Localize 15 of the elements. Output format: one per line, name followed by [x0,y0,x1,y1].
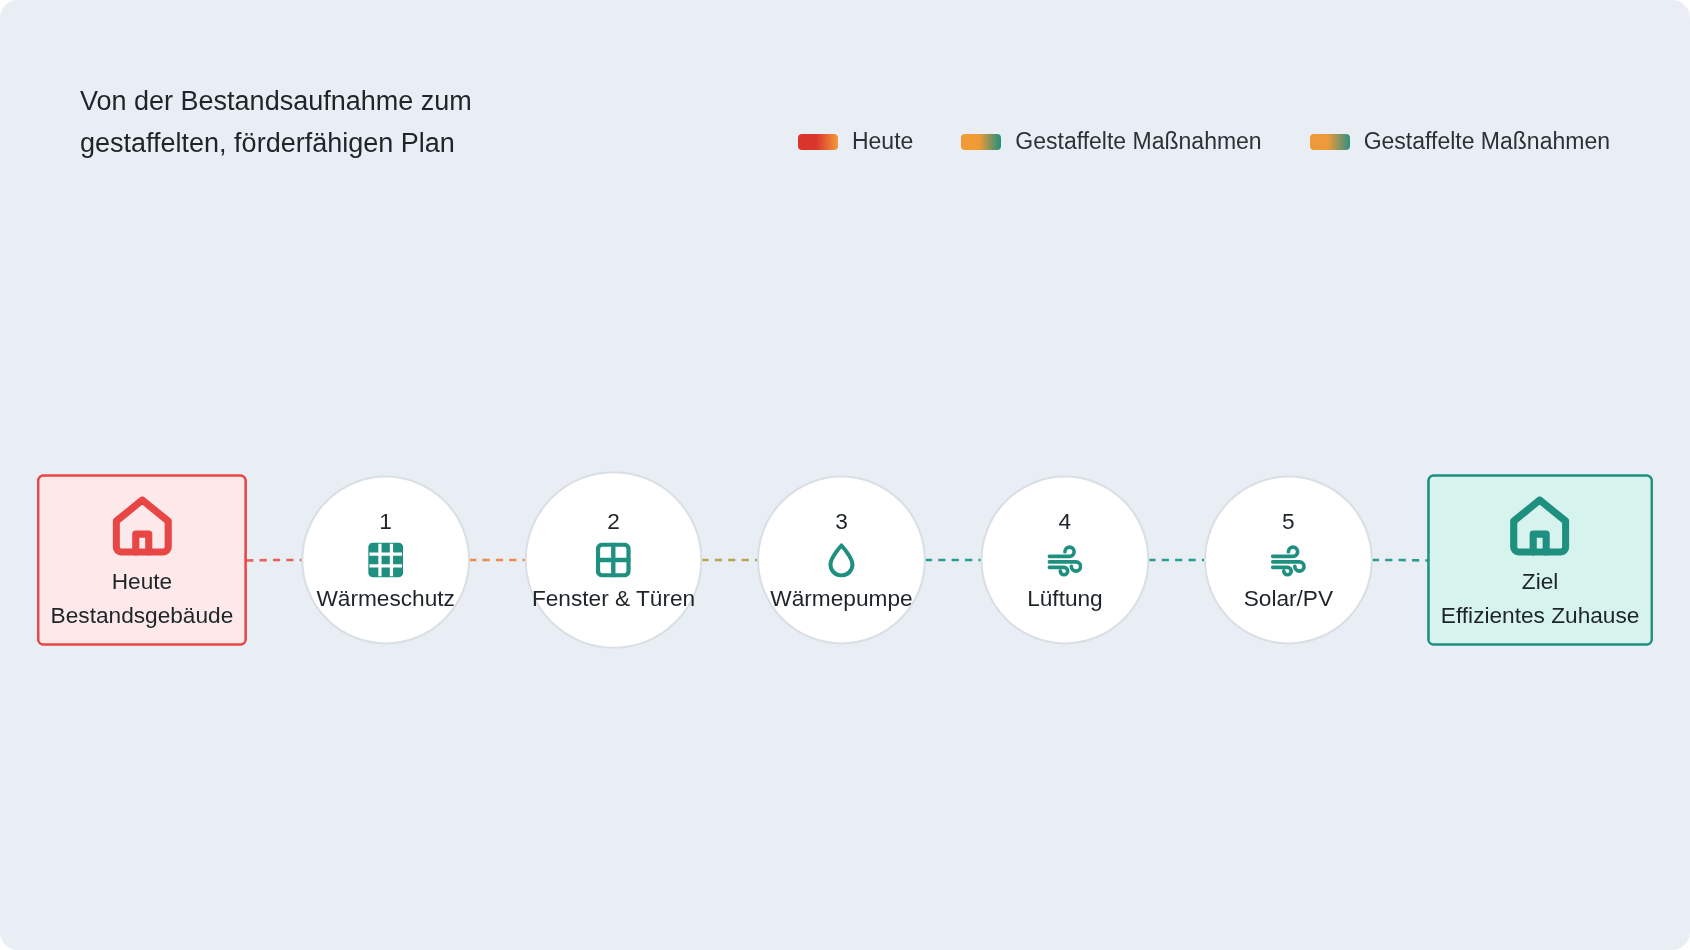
connector [924,558,982,562]
node-circle: 1 Wärmeschutz [301,475,471,645]
legend-label: Heute [851,128,914,155]
node-circle: 2 Fenster & Türen [524,471,703,649]
node-circle: 3 Wärmepumpe [757,475,926,645]
legend-label: Gestaffelte Maßnahmen [1363,128,1610,155]
connector [246,558,303,562]
title: Von der Bestandsaufnahme zum gestaffelten, förderfähigen Plan [80,85,473,160]
node-circle: 5 Solar/PV [1203,475,1373,645]
node-circle: 4 Lüftung [980,475,1150,645]
connector [701,558,759,562]
legend-label: Gestaffelte Maßnahmen [1015,128,1262,155]
connector [1371,558,1429,562]
connector [1148,558,1205,562]
connector [469,558,526,562]
